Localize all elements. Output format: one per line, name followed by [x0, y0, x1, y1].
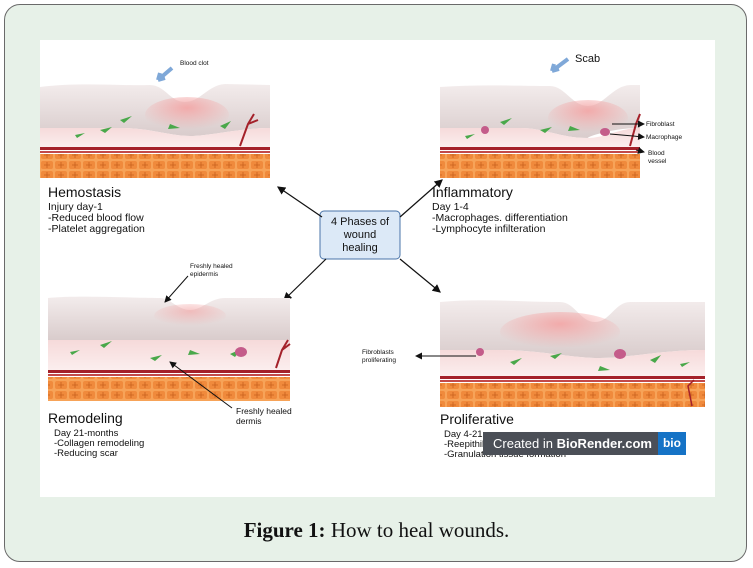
- freshly-healed-dermis-label-2: dermis: [236, 416, 262, 426]
- badge-prefix: Created in: [493, 436, 553, 451]
- remodeling-line-3: -Reducing scar: [54, 448, 118, 459]
- center-line-2: wound: [343, 229, 376, 241]
- hemostasis-skin-illustration: [40, 68, 270, 178]
- macrophage-label: Macrophage: [646, 134, 683, 141]
- fibroblasts-proliferating-label-2: proliferating: [362, 357, 396, 364]
- fibroblast-label: Fibroblast: [646, 121, 675, 128]
- blood-clot-label: Blood clot: [180, 60, 209, 67]
- inflammatory-line-3: -Lymphocyte infilteration: [432, 223, 546, 235]
- inflammatory-title: Inflammatory: [432, 184, 513, 200]
- badge-brand: BioRender.com: [557, 436, 652, 451]
- remodeling-skin-illustration: [48, 276, 290, 408]
- center-line-3: healing: [342, 242, 377, 254]
- remodeling-title: Remodeling: [48, 410, 123, 426]
- caption-text: How to heal wounds.: [331, 518, 509, 542]
- scab-label: Scab: [575, 53, 600, 65]
- figure-image: Blood clot Hemostasis Injury day-1 -Redu…: [40, 40, 715, 497]
- blood-label: Blood: [648, 150, 665, 157]
- bio-logo: bio: [658, 432, 686, 455]
- center-line-1: 4 Phases of: [331, 216, 390, 228]
- caption-label: Figure 1:: [244, 518, 326, 542]
- freshly-healed-epidermis-label-1: Freshly healed: [190, 263, 233, 270]
- vessel-label: vessel: [648, 158, 667, 165]
- hemostasis-line-3: -Platelet aggregation: [48, 223, 145, 235]
- freshly-healed-epidermis-label-2: epidermis: [190, 271, 219, 278]
- figure-caption: Figure 1: How to heal wounds.: [0, 518, 753, 543]
- proliferative-title: Proliferative: [440, 411, 514, 427]
- hemostasis-title: Hemostasis: [48, 184, 121, 200]
- fibroblasts-proliferating-label-1: Fibroblasts: [362, 349, 395, 356]
- biorender-badge: Created in BioRender.com bio: [483, 432, 675, 455]
- proliferative-skin-illustration: [416, 300, 705, 407]
- freshly-healed-dermis-label-1: Freshly healed: [236, 406, 292, 416]
- inflammatory-skin-illustration: [440, 59, 644, 178]
